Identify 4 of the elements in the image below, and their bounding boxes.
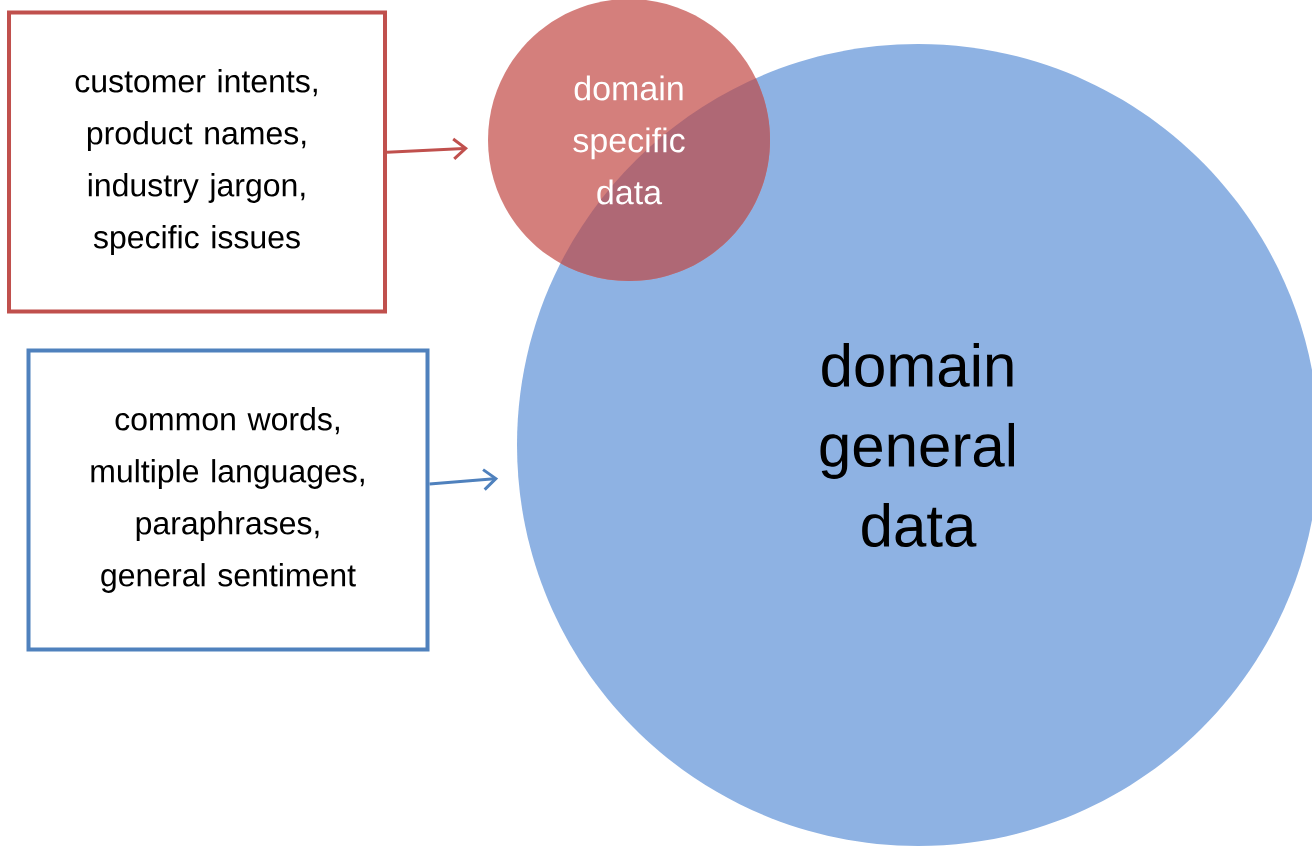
text-box: common words, multiple languages, paraphrases, general sentiment [26, 348, 430, 652]
arrow [429, 468, 499, 491]
arrow [386, 137, 468, 160]
text-box: customer intents, product names, industry jargon, specific issues [7, 10, 387, 314]
